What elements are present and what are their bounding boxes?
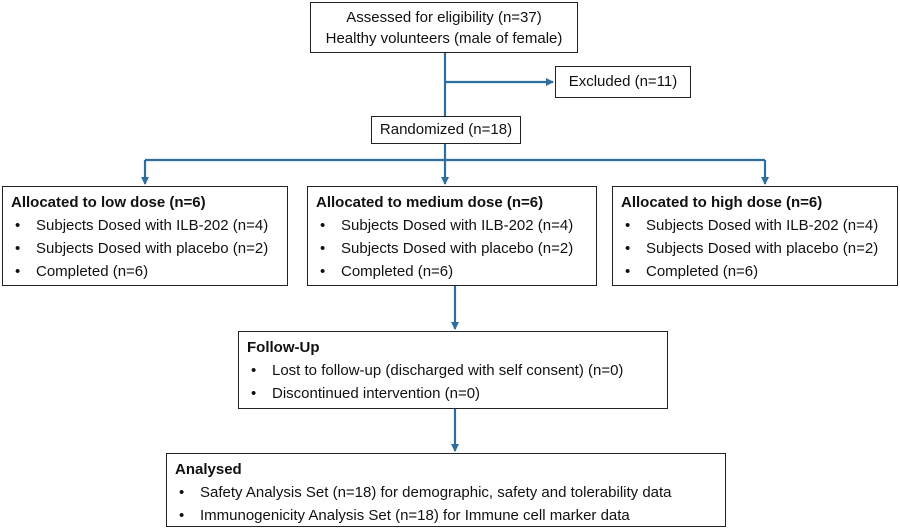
list-item: Immunogenicity Analysis Set (n=18) for I… [175, 504, 717, 527]
list-item: Discontinued intervention (n=0) [247, 382, 659, 405]
list-item: Lost to follow-up (discharged with self … [247, 359, 659, 382]
list-item: Subjects Dosed with placebo (n=2) [11, 237, 279, 260]
arm-low-dose-title: Allocated to low dose (n=6) [11, 194, 206, 211]
analysed-box: Analysed Safety Analysis Set (n=18) for … [166, 453, 726, 527]
excluded-box: Excluded (n=11) [555, 66, 691, 98]
assessed-line-2: Healthy volunteers (male of female) [325, 30, 563, 47]
list-item: Completed (n=6) [621, 260, 889, 283]
arm-high-dose-title: Allocated to high dose (n=6) [621, 194, 823, 211]
list-item: Subjects Dosed with placebo (n=2) [316, 237, 588, 260]
list-item: Completed (n=6) [316, 260, 588, 283]
list-item: Subjects Dosed with ILB-202 (n=4) [316, 214, 588, 237]
randomized-box: Randomized (n=18) [371, 116, 521, 144]
analysed-title: Analysed [175, 461, 242, 478]
arm-low-dose: Allocated to low dose (n=6) Subjects Dos… [2, 186, 288, 286]
list-item: Completed (n=6) [11, 260, 279, 283]
assessed-box: Assessed for eligibility (n=37) Healthy … [310, 2, 578, 53]
followup-title: Follow-Up [247, 339, 320, 356]
randomized-label: Randomized (n=18) [379, 121, 513, 138]
arm-medium-dose-title: Allocated to medium dose (n=6) [316, 194, 544, 211]
list-item: Subjects Dosed with ILB-202 (n=4) [621, 214, 889, 237]
followup-box: Follow-Up Lost to follow-up (discharged … [238, 331, 668, 409]
excluded-label: Excluded (n=11) [568, 73, 678, 90]
arm-medium-dose: Allocated to medium dose (n=6) Subjects … [307, 186, 597, 286]
assessed-line-1: Assessed for eligibility (n=37) [346, 9, 542, 26]
arm-high-dose: Allocated to high dose (n=6) Subjects Do… [612, 186, 898, 286]
list-item: Subjects Dosed with placebo (n=2) [621, 237, 889, 260]
list-item: Subjects Dosed with ILB-202 (n=4) [11, 214, 279, 237]
list-item: Safety Analysis Set (n=18) for demograph… [175, 481, 717, 504]
